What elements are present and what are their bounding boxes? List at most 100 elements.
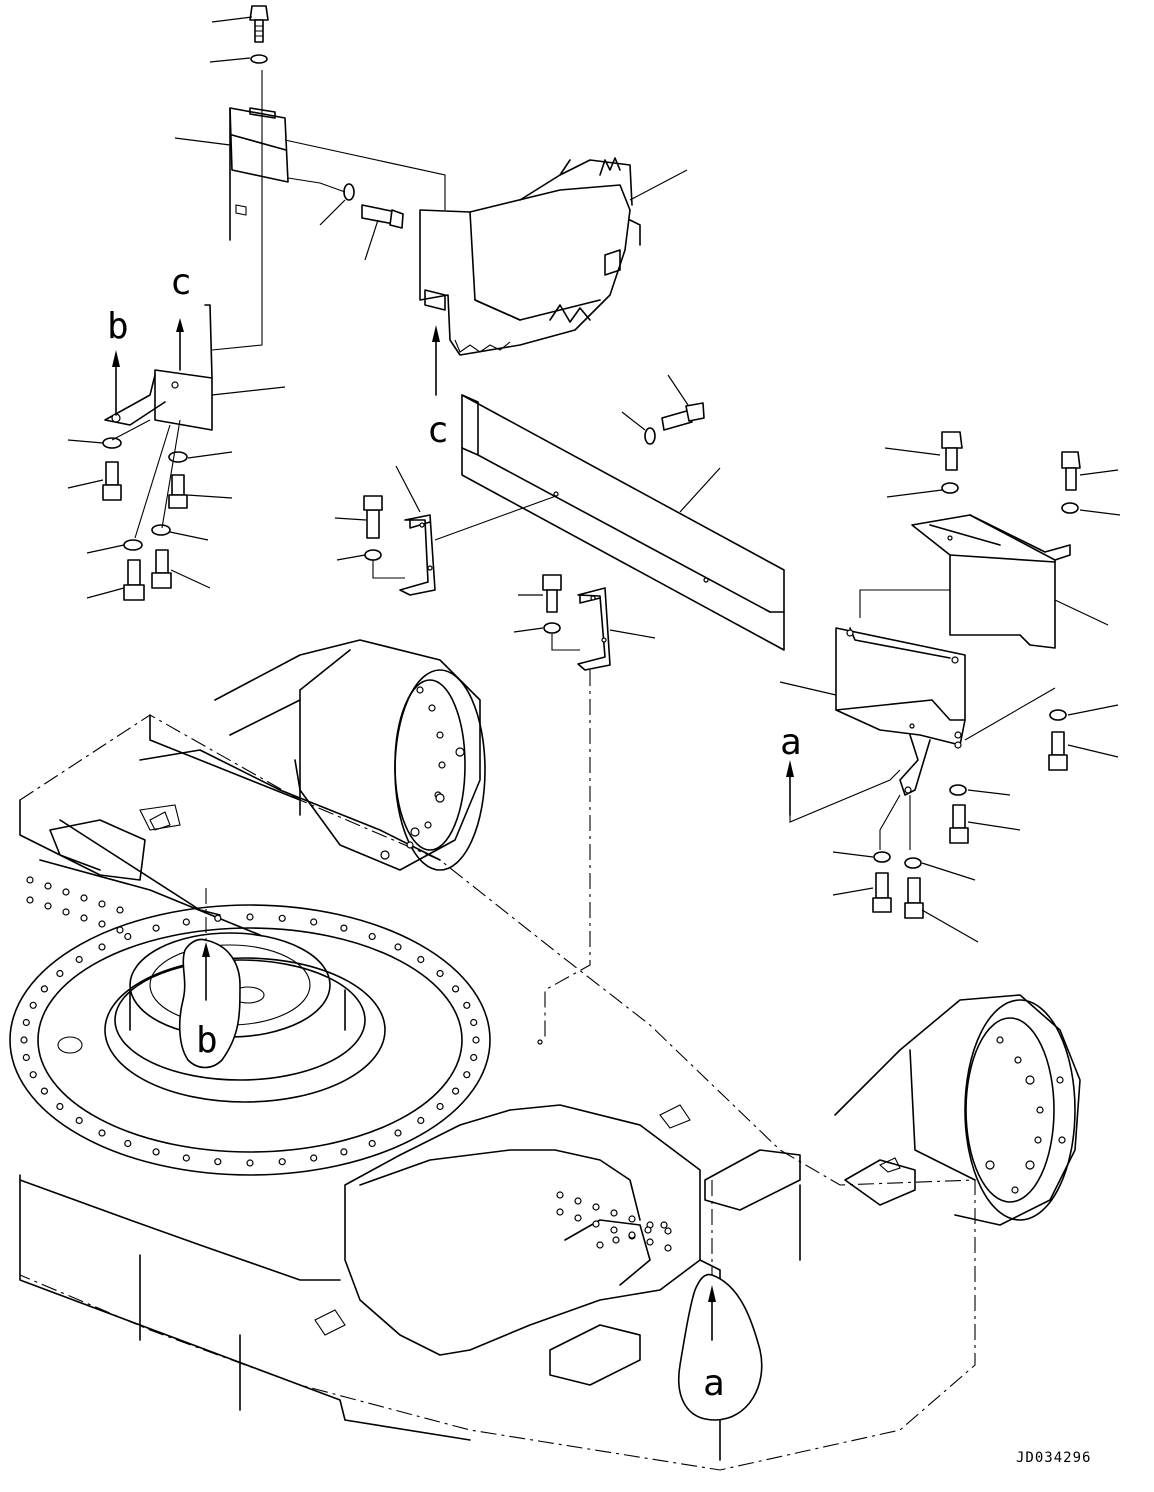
bolt-hole [660,1221,668,1229]
bolt-hole [417,1116,425,1125]
bolt-hole [62,908,70,916]
bolt-hole [574,1214,582,1222]
bolt-hole [436,1102,444,1111]
bolt-hole [310,1154,318,1162]
bolt-hole [75,1116,83,1125]
bolt-hole [152,1148,160,1156]
bolt-hole [574,1197,582,1205]
mounting-bracket-left [154,369,213,431]
right-boom-bolt-holes [985,1036,1066,1194]
bolt-hole [310,918,318,926]
bolt-hole [214,914,222,922]
bolt-hole [124,1139,132,1148]
bolt-hole [394,943,402,951]
bolt-hole [182,1154,190,1162]
bolt-hole [463,1001,471,1009]
view-label-b-bottom: b [196,1020,218,1061]
bolt-hole [368,932,376,941]
bolt-hole [278,1158,286,1166]
bolt-hole [612,1236,620,1244]
bolt-hole [463,1071,471,1079]
side-bolt-holes [26,876,672,1252]
bolt-channel [661,402,705,431]
bolt-hole [116,926,124,934]
bolt-hole [470,1053,478,1062]
bolt-hole [22,1018,30,1027]
bolt-hole [664,1244,672,1252]
bolt-hole [56,969,64,978]
bolt-hole [124,932,132,941]
bolt-hole [44,902,52,910]
reference-bubble-b [178,888,241,1069]
view-label-a-bottom: a [703,1363,725,1404]
bolt-hole [214,1158,222,1166]
cover-plate-top-left [229,107,289,183]
bolt-hole [644,1226,652,1234]
small-bracket-2 [577,587,611,671]
bolt-hole [592,1203,600,1211]
bolt-hole [470,1018,478,1027]
swing-circle-bolt-holes [20,913,480,1167]
bolt-hole [278,914,286,922]
top-left-cover-assembly [102,5,446,601]
bolt-hole [152,924,160,932]
small-bracket-1 [399,514,436,596]
bolt-hole [628,1215,636,1223]
bolt-hole [646,1238,654,1246]
bolt-hole [22,1053,30,1062]
bolt-hole [340,924,348,932]
bolt-hole [116,906,124,914]
bolt-hole [246,1159,254,1167]
bolt-hole [368,1139,376,1148]
bolt-hole [44,882,52,890]
bolt-hole [75,955,83,964]
bolt-hole [394,1129,402,1137]
box-cover-right [911,514,1056,649]
bolt-cover-side [361,204,404,229]
bolt-hole [98,900,106,908]
bolt-hole [98,1129,106,1137]
bolt-hole [182,918,190,926]
center-channel-assembly [363,394,785,1045]
bolt-hole [40,985,49,993]
long-channel [461,394,785,651]
left-boom-bolt-holes [380,686,465,860]
bolt-hole [436,969,444,978]
bolt-hole [556,1208,564,1216]
bolt-hole [20,1036,28,1044]
bolt-hole [26,876,34,884]
view-label-b-top: b [107,306,129,347]
view-label-a-top: a [780,722,802,763]
bolt-hole [610,1209,618,1217]
bolt-hole [664,1227,672,1235]
bolt-hole [56,1102,64,1111]
bolt-hole [29,1001,37,1009]
view-arrows [112,318,794,816]
bolt-hole [340,1148,348,1156]
bolt-hole [98,943,106,951]
leader-lines [67,16,1121,943]
revolving-frame [9,639,1081,1471]
bolt-hole [610,1226,618,1234]
bolt-hole [26,896,34,904]
bolt-hole [452,985,460,993]
bolt-hole [452,1087,460,1095]
bolt-hole [417,955,425,964]
cover-plate-right [835,627,966,721]
bolt-hole [29,1071,37,1079]
bolt-hole [62,888,70,896]
bolt-top-left [249,5,269,43]
view-label-c-mid: c [427,410,449,451]
reference-bubble-a [678,1180,763,1421]
top-center-tank [419,157,641,356]
bolt-hole [628,1231,636,1239]
bolt-hole [472,1036,480,1044]
washer-top-left [250,54,268,64]
bolt-hole [556,1191,564,1199]
view-label-c-top: c [170,262,192,303]
washer-cover-side [343,183,355,201]
bolt-hole [596,1241,604,1249]
bolt-hole [592,1220,600,1228]
